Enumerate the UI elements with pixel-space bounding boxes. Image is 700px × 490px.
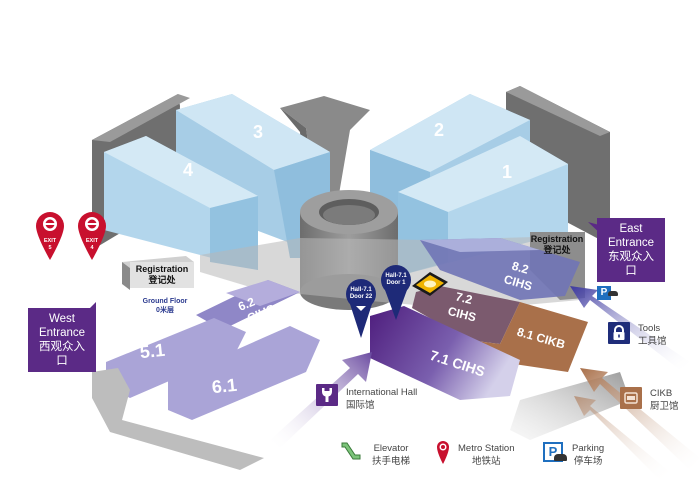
door-1-number: Door 1 — [386, 280, 406, 286]
cikb-legend-zh: 厨卫馆 — [650, 401, 679, 412]
hall-2-label: 2 — [434, 120, 444, 140]
registration-west: Registration 登记处 — [130, 264, 194, 286]
hall-1-label: 1 — [502, 162, 512, 182]
hall-8-2[interactable] — [420, 238, 580, 300]
door-22-number: Door 22 — [349, 294, 373, 300]
hall-4-label: 4 — [183, 160, 193, 180]
ground-floor-en: Ground Floor — [142, 298, 188, 305]
metro-exit-4-label: EXIT 4 — [82, 238, 102, 252]
west-registration-block — [122, 256, 194, 290]
international-hall-legend: International Hall 国际馆 — [346, 386, 417, 412]
registration-west-zh: 登记处 — [148, 275, 176, 285]
hall-3-label: 3 — [253, 122, 263, 142]
door-22-label: Hall-7.1 Door 22 — [346, 287, 376, 301]
east-entrance-callout[interactable]: East Entrance 东观众入口 — [597, 218, 665, 282]
door-22-pin[interactable] — [346, 279, 376, 338]
escalator-icon — [340, 440, 362, 462]
west-entrance-zh: 西观众入口 — [39, 341, 85, 367]
oven-icon — [620, 387, 642, 409]
door-22-hall: Hall-7.1 — [350, 287, 372, 293]
east-entrance-line2: Entrance — [607, 237, 655, 249]
metro-exit-5-pin[interactable] — [36, 212, 64, 260]
hall-6-2-label-line1: 6.2 — [236, 294, 257, 313]
hall-5-1[interactable] — [106, 318, 246, 398]
ground-floor-zh: 0米层 — [156, 307, 174, 314]
east-entrance-line1: East — [619, 223, 643, 235]
registration-west-en: Registration — [135, 264, 189, 274]
exit-label: EXIT — [85, 238, 99, 244]
international-hall-legend-en: International Hall — [346, 387, 418, 398]
parking-legend-en: Parking — [572, 443, 605, 454]
lock-icon — [608, 322, 630, 344]
hall-8-2-label-line1: 8.2 — [510, 259, 530, 277]
west-entrance-line1: West — [49, 313, 75, 325]
hall-7-2-label-line1: 7.2 — [454, 289, 474, 307]
metro-exit-4-pin[interactable] — [78, 212, 106, 260]
hall-6-1[interactable] — [168, 326, 320, 420]
tools-legend-en: Tools — [638, 323, 661, 334]
metro-legend-en: Metro Station — [458, 443, 515, 454]
hall-6-1-label: 6.1 — [211, 375, 238, 398]
tools-legend-zh: 工具馆 — [638, 336, 667, 347]
hall-6-2[interactable] — [196, 280, 300, 330]
metro-legend-zh: 地铁站 — [471, 456, 501, 467]
parking-legend: Parking 停车场 — [572, 442, 604, 468]
registration-east-en: Registration — [530, 234, 584, 244]
foreground-slab-right — [510, 372, 630, 440]
hall-7-1[interactable] — [370, 306, 520, 400]
elevator-legend: Elevator 扶手电梯 — [372, 442, 410, 468]
west-entrance-callout[interactable]: West Entrance 西观众入口 — [28, 308, 96, 372]
car-icon — [554, 454, 567, 461]
international-hall-legend-zh: 国际馆 — [346, 400, 375, 411]
foreground-slab-left — [92, 368, 264, 470]
hall-7-2[interactable] — [412, 286, 520, 344]
door-1-label: Hall-7.1 Door 1 — [381, 273, 411, 287]
parking-legend-zh: 停车场 — [573, 456, 603, 467]
elevator-legend-en: Elevator — [373, 443, 409, 454]
door-1-hall: Hall-7.1 — [385, 273, 407, 279]
exit-number: 4 — [90, 245, 94, 251]
hall-5-1-label: 5.1 — [139, 340, 166, 363]
door-1-pin[interactable] — [381, 265, 411, 320]
registration-east: Registration 登记处 — [523, 234, 591, 256]
metro-legend: Metro Station 地铁站 — [458, 442, 515, 468]
wrench-icon — [316, 384, 338, 406]
elevator-map-icon — [412, 272, 448, 296]
cikb-legend: CIKB 厨卫馆 — [650, 387, 679, 413]
entrance-arrow-tools — [570, 286, 690, 370]
registration-east-zh: 登记处 — [543, 245, 571, 255]
entrance-arrow-cikb — [580, 368, 700, 470]
hall-7-2-label-line2: CIHS — [446, 304, 477, 325]
ground-floor-label: Ground Floor 0米层 — [130, 297, 200, 315]
east-entrance-zh: 东观众入口 — [608, 251, 654, 277]
exit-label: EXIT — [43, 238, 57, 244]
west-entrance-line2: Entrance — [38, 327, 86, 339]
entrance-arrow-cikb-2 — [574, 396, 670, 480]
tools-legend: Tools 工具馆 — [638, 322, 667, 348]
cikb-legend-en: CIKB — [650, 388, 673, 399]
elevator-legend-zh: 扶手电梯 — [372, 456, 411, 467]
exit-number: 5 — [48, 245, 52, 251]
car-map-icon — [608, 291, 618, 296]
metro-exit-5-label: EXIT 5 — [40, 238, 60, 252]
metro-icon — [436, 440, 450, 466]
